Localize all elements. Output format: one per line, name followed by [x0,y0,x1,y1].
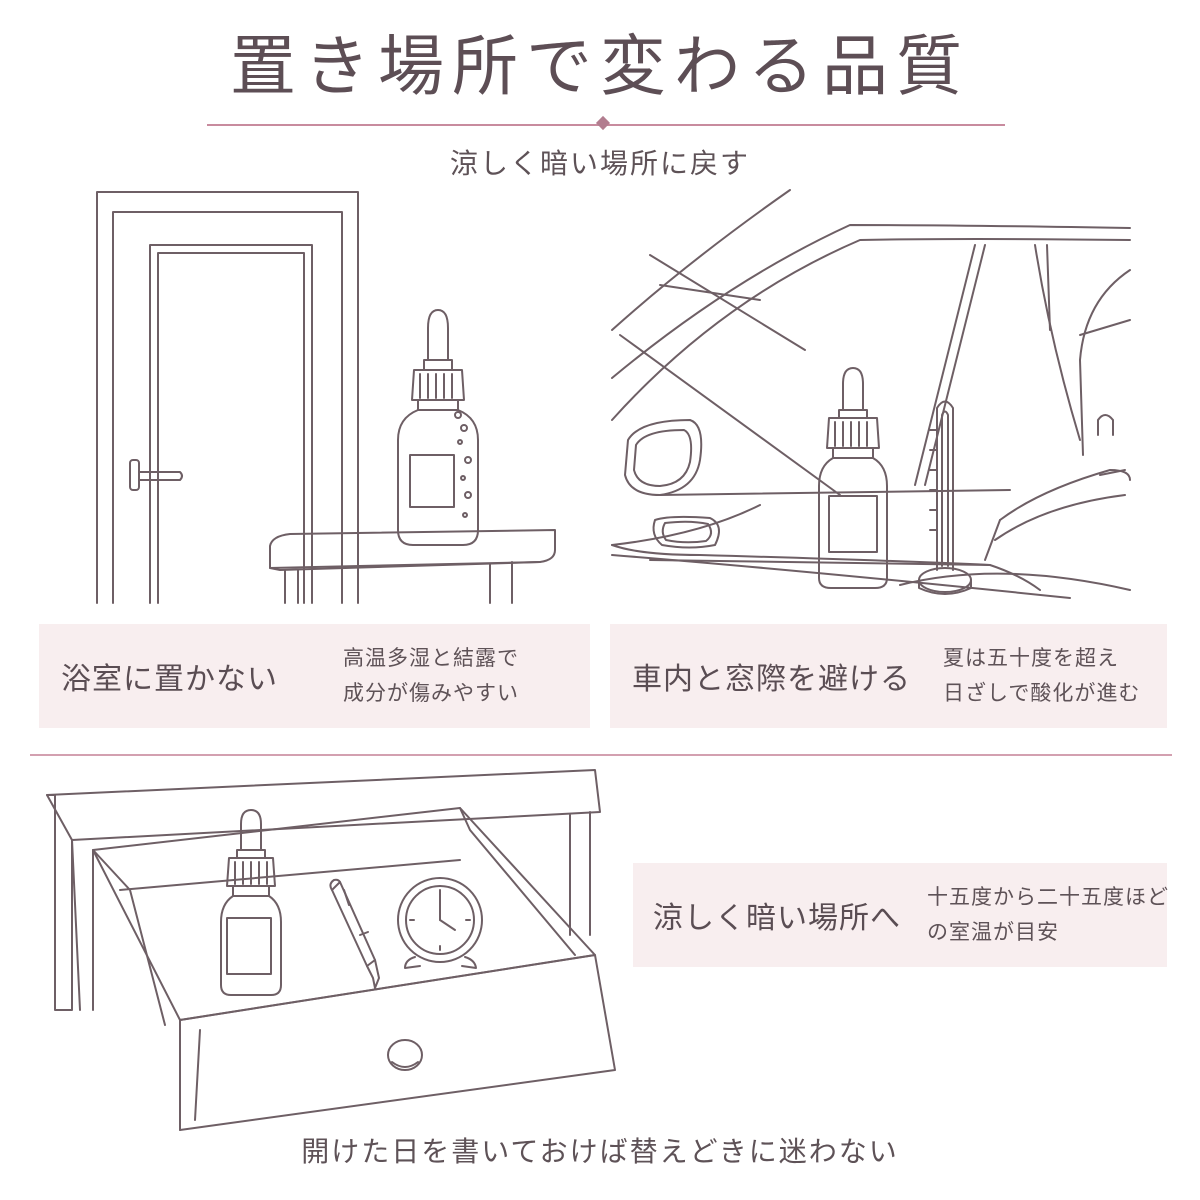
dropper-bottle-icon [221,810,281,995]
pen-icon [330,880,379,988]
desk-drawer-icon [47,770,615,1130]
drawer-heading: 涼しく暗い場所へ [653,901,901,936]
bathroom-description: 高温多湿と結露で 成分が傷みやすい [343,641,519,711]
bathroom-description-line2: 成分が傷みやすい [343,681,519,705]
car-description-line2: 日ざしで酸化が進む [943,681,1141,705]
car-panel: 車内と窓際を避ける 夏は五十度を超え 日ざしで酸化が進む [610,624,1167,728]
page-title: 置き場所で変わる品質 [230,28,970,105]
page-subtitle: 涼しく暗い場所に戻す [449,147,750,180]
side-mirror-icon [625,420,701,495]
drawer-description-line2: の室温が目安 [927,920,1059,944]
door-icon [97,192,358,603]
car-interior-icon [612,190,1130,598]
section-divider [30,754,1172,756]
bathroom-panel: 浴室に置かない 高温多湿と結露で 成分が傷みやすい [39,624,590,728]
counter-icon [270,530,555,603]
drawer-description: 十五度から二十五度ほど の室温が目安 [927,880,1169,950]
car-description: 夏は五十度を超え 日ざしで酸化が進む [943,641,1140,711]
bathroom-description-line1: 高温多湿と結露で [343,646,519,670]
car-description-line1: 夏は五十度を超え [943,646,1119,670]
dropper-bottle-icon [819,368,887,588]
thermometer-icon [919,402,971,595]
footer-note: 開けた日を書いておけば替えどきに迷わない [301,1135,899,1168]
dropper-bottle-icon [398,310,478,545]
bathroom-heading: 浴室に置かない [61,662,278,697]
car-heading: 車内と窓際を避ける [632,662,911,697]
drawer-description-line1: 十五度から二十五度ほど [927,885,1169,909]
alarm-clock-icon [398,878,482,968]
drawer-panel: 涼しく暗い場所へ 十五度から二十五度ほど の室温が目安 [633,863,1169,967]
